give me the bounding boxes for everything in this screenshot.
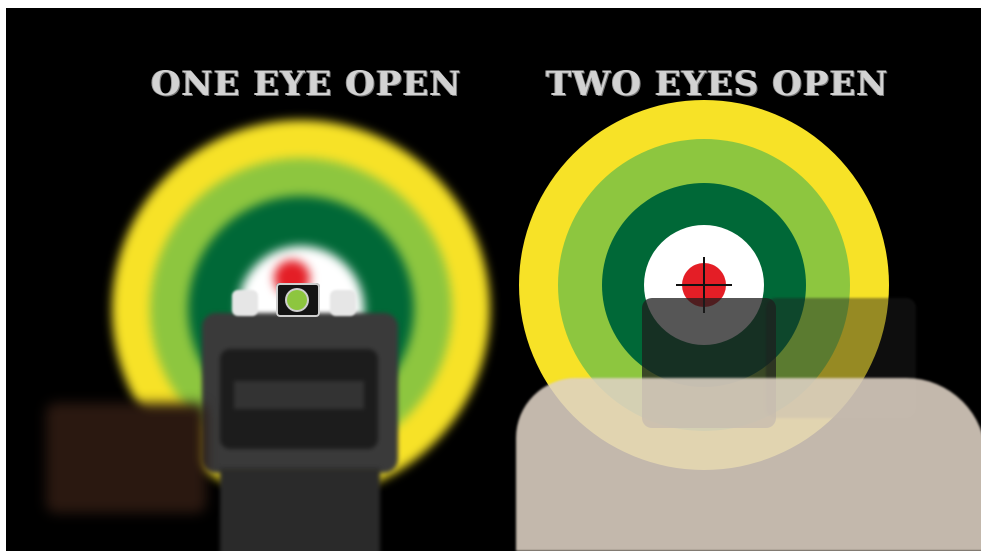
rear-sight-left-notch — [232, 290, 258, 316]
rear-sight-right-notch — [330, 290, 356, 316]
image-frame: ONE EYE OPEN TWO EYES OPEN — [6, 8, 981, 551]
front-sight-green-dot — [287, 290, 307, 310]
hand-shadow-left — [46, 403, 206, 513]
crosshair-horizontal — [676, 284, 732, 286]
panel-title-two-eyes: TWO EYES OPEN — [546, 64, 889, 104]
pistol-slide-left — [202, 313, 398, 473]
pistol-grip-left — [220, 468, 380, 551]
hand-right — [516, 378, 981, 551]
